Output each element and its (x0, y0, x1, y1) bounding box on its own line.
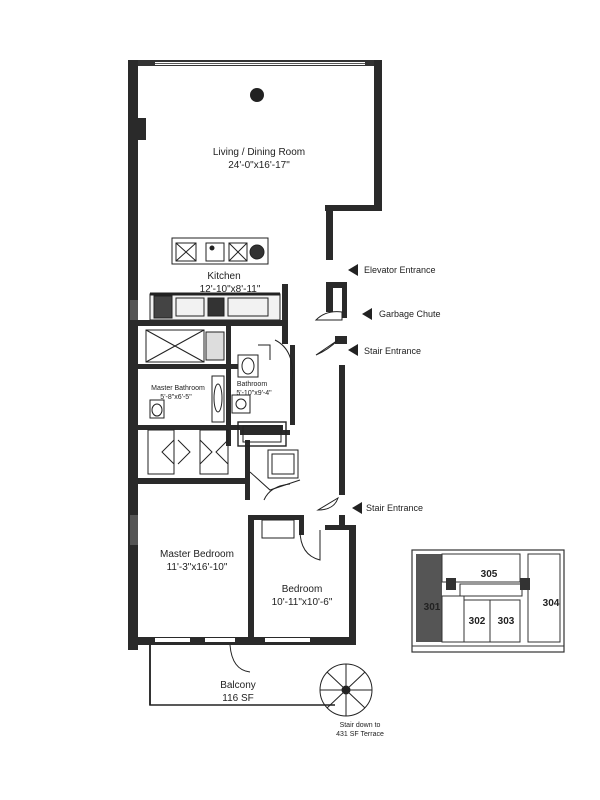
room-bedroom-name: Bedroom (282, 584, 323, 595)
callout-garbage: Garbage Chute (379, 309, 441, 319)
stair-arrow-icon (348, 344, 358, 356)
elevator-arrow-icon (348, 264, 358, 276)
room-master-bath-size: 5'-8"x6'-5" (160, 394, 192, 401)
kitchen-island (171, 237, 269, 265)
exterior-walls (128, 60, 382, 650)
room-kitchen-size: 12'-10"x8'-11" (200, 284, 261, 295)
room-master-bath-name: Master Bathroom (151, 385, 205, 392)
key-unit-303: 303 (498, 616, 515, 627)
room-living-size: 24'-0"x16'-17" (228, 160, 290, 171)
key-unit-302: 302 (469, 616, 486, 627)
room-living-name: Living / Dining Room (213, 147, 305, 158)
key-unit-304: 304 (543, 598, 560, 609)
room-master-bedroom-name: Master Bedroom (160, 549, 234, 560)
stair-arrow-icon (352, 502, 362, 514)
key-unit-301: 301 (424, 602, 441, 613)
callout-elevator: Elevator Entrance (364, 265, 436, 275)
spiral-stair-icon (319, 663, 373, 717)
column-marker (250, 88, 264, 102)
closets (147, 429, 301, 539)
key-unit-305: 305 (481, 569, 498, 580)
stair-note-line2: 431 SF Terrace (336, 731, 384, 738)
room-master-bedroom-size: 11'-3"x16'-10" (167, 562, 228, 573)
key-plan: 305 301 302 303 304 (411, 549, 565, 653)
balcony (149, 645, 335, 706)
room-bedroom-size: 10'-11"x10'-6" (272, 597, 333, 608)
room-balcony-name: Balcony (220, 680, 256, 691)
doors (229, 311, 343, 673)
interior-walls (138, 284, 355, 643)
bathroom-fixtures (231, 339, 299, 479)
callout-stair-2: Stair Entrance (366, 503, 423, 513)
garbage-arrow-icon (362, 308, 372, 320)
callout-stair-1: Stair Entrance (364, 346, 421, 356)
room-balcony-size: 116 SF (222, 693, 254, 704)
master-bath-fixtures (145, 329, 225, 423)
room-bathroom-name: Bathroom (237, 381, 268, 388)
room-kitchen-name: Kitchen (207, 271, 240, 282)
room-bathroom-size: 5'-10"x9'-4" (236, 390, 272, 397)
kitchen-counter (149, 292, 281, 321)
stair-note-line1: Stair down to (340, 722, 381, 729)
